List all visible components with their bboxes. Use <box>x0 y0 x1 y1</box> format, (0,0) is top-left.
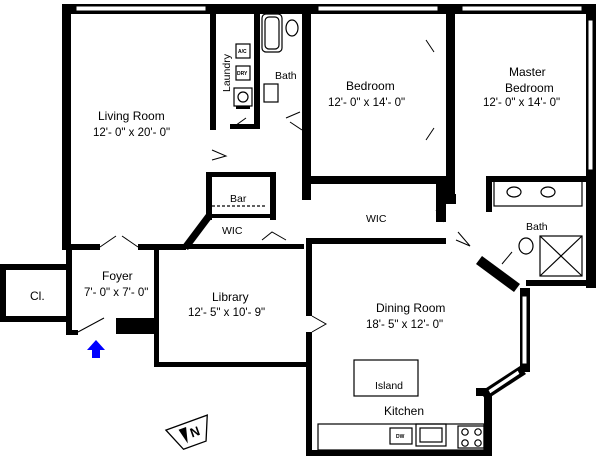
dishwasher-label: DW <box>396 434 405 440</box>
dining-room-dims: 18'- 5" x 12'- 0" <box>366 319 443 331</box>
kitchen-label: Kitchen <box>384 404 424 418</box>
compass-icon: N <box>164 414 208 451</box>
ac-label: A/C <box>238 49 247 55</box>
master-bedroom-dims: 12'- 0" x 14'- 0" <box>483 97 560 109</box>
walls <box>0 4 596 456</box>
laundry-fixtures <box>233 43 253 109</box>
wic-left-label: WIC <box>222 225 243 237</box>
bath-right-label: Bath <box>526 221 548 233</box>
library-name: Library <box>212 290 249 304</box>
doors <box>77 39 513 333</box>
living-room-name: Living Room <box>98 109 165 123</box>
wic-mid-label: WIC <box>366 213 387 225</box>
master-bath-fixtures <box>493 179 583 277</box>
living-room-dims: 12'- 0" x 20'- 0" <box>93 127 170 139</box>
bedroom-dims: 12'- 0" x 14'- 0" <box>328 97 405 109</box>
foyer-name: Foyer <box>102 269 133 283</box>
foyer-dims: 7'- 0" x 7'- 0" <box>84 287 148 299</box>
bath-top-label: Bath <box>275 70 297 82</box>
bar-label: Bar <box>230 193 247 205</box>
bath-top-fixtures <box>261 13 299 103</box>
library-dims: 12'- 5" x 10'- 9" <box>188 307 265 319</box>
master-bedroom-name-1: Master <box>509 65 546 79</box>
windows <box>75 5 594 395</box>
dining-room-name: Dining Room <box>376 301 445 315</box>
bedroom-name: Bedroom <box>346 79 395 93</box>
closet-name: Cl. <box>30 289 45 303</box>
island-label: Island <box>375 380 403 392</box>
laundry-label: Laundry <box>221 53 233 92</box>
dryer-label: DRY <box>237 71 248 77</box>
master-bedroom-name-2: Bedroom <box>505 81 554 95</box>
kitchen-fixtures <box>317 359 492 451</box>
entry-arrow-icon <box>87 340 105 358</box>
